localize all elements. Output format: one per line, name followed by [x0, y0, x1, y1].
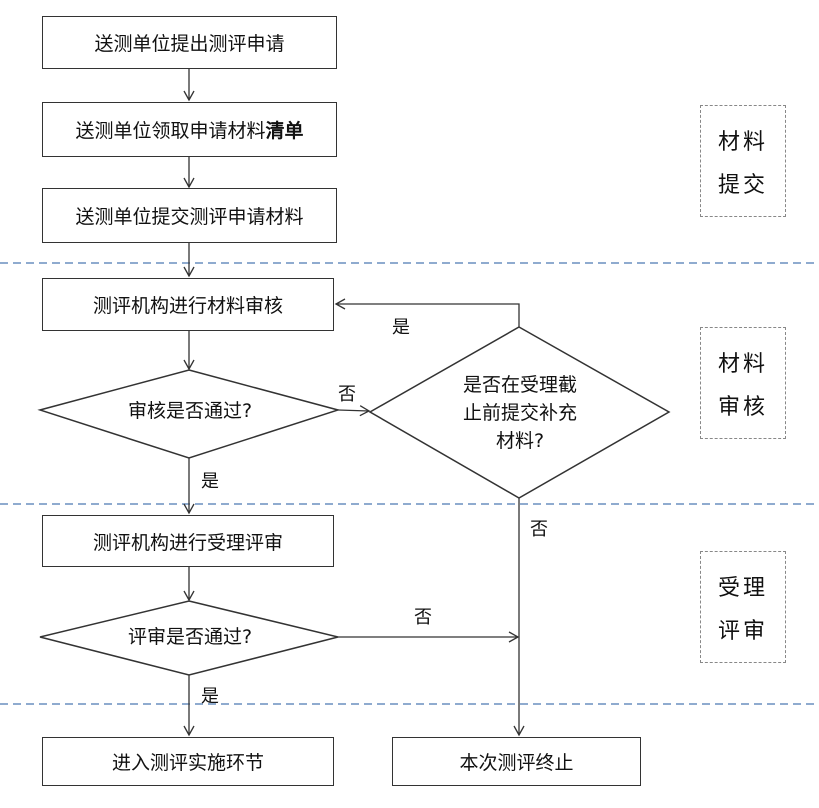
step-apply-label: 送测单位提出测评申请	[94, 33, 285, 55]
stage-material-submit: 材料 提交	[700, 105, 786, 217]
step-review: 测评机构进行材料审核	[42, 278, 334, 331]
step-receive-label-bold: 清单	[265, 120, 304, 142]
stage-accept-review-line1: 受理	[717, 575, 768, 601]
stage-material-review: 材料 审核	[700, 327, 786, 439]
edge-label-accept-no: 否	[414, 607, 432, 628]
decision-accept-pass-label: 评审是否通过?	[127, 626, 253, 648]
step-submit: 送测单位提交测评申请材料	[42, 188, 337, 243]
step-implement-label: 进入测评实施环节	[111, 752, 264, 774]
step-receive-list: 送测单位领取申请材料清单	[42, 102, 337, 157]
stage-material-review-line1: 材料	[717, 351, 768, 377]
decision-supplement-line2: 止前提交补充	[462, 402, 577, 424]
stage-material-submit-line1: 材料	[717, 129, 768, 155]
arrow-supplement-yes-to-review	[334, 298, 520, 327]
decision-supplement-line1: 是否在受理截	[462, 374, 577, 396]
decision-accept-pass: 评审是否通过?	[90, 622, 290, 652]
decision-review-pass: 审核是否通过?	[90, 396, 290, 426]
stage-material-submit-line2: 提交	[717, 172, 768, 198]
edge-label-supplement-yes: 是	[392, 317, 410, 338]
decision-supplement: 是否在受理截 止前提交补充 材料?	[420, 368, 620, 458]
decision-review-pass-label: 审核是否通过?	[127, 400, 253, 422]
step-apply: 送测单位提出测评申请	[42, 16, 337, 69]
edge-label-supplement-no: 否	[530, 519, 548, 540]
step-receive-label: 送测单位领取申请材料	[75, 120, 266, 142]
step-terminate: 本次测评终止	[392, 737, 641, 786]
step-review-label: 测评机构进行材料审核	[92, 295, 283, 317]
step-submit-label: 送测单位提交测评申请材料	[75, 206, 304, 228]
arrow-review-no-to-supplement	[337, 405, 371, 417]
stage-accept-review: 受理 评审	[700, 551, 786, 663]
decision-supplement-line3: 材料?	[495, 430, 545, 452]
step-implement: 进入测评实施环节	[42, 737, 334, 786]
edge-label-review-no: 否	[338, 384, 356, 405]
edge-label-review-yes: 是	[201, 471, 219, 492]
step-accept: 测评机构进行受理评审	[42, 515, 334, 567]
step-terminate-label: 本次测评终止	[459, 752, 574, 774]
step-accept-label: 测评机构进行受理评审	[92, 531, 283, 554]
stage-material-review-line2: 审核	[717, 394, 768, 420]
edge-label-accept-yes: 是	[201, 686, 219, 707]
stage-accept-review-line2: 评审	[717, 618, 768, 644]
